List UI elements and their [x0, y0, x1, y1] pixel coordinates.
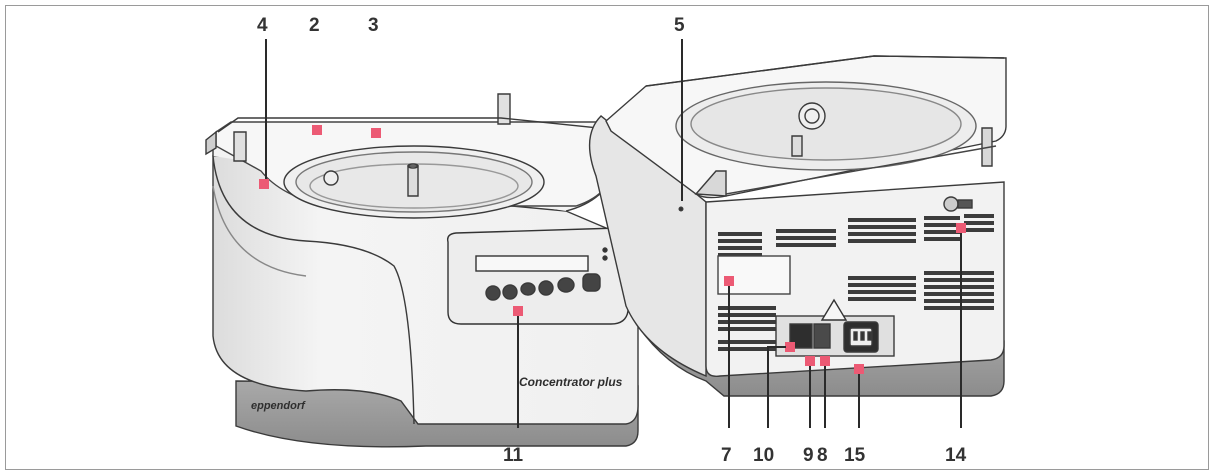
callout-9: 9 [803, 445, 814, 466]
leader-15 [858, 374, 860, 428]
callout-15: 15 [844, 445, 866, 466]
front-view-device: eppendorf Concentrator plus [205, 93, 639, 448]
callout-8: 8 [817, 445, 828, 466]
callout-10: 10 [753, 445, 775, 466]
front-model-name: Concentrator plus [519, 375, 623, 389]
callout-2: 2 [309, 15, 320, 36]
marker-2 [312, 125, 322, 135]
marker-7 [724, 276, 734, 286]
callout-11: 11 [503, 445, 524, 466]
leader-4 [265, 39, 267, 179]
marker-15 [854, 364, 864, 374]
figure-frame: eppendorf Concentrator plus [5, 5, 1209, 470]
leader-9 [809, 366, 811, 428]
callout-4: 4 [257, 15, 268, 36]
rear-view-device [588, 55, 1007, 397]
callout-14: 14 [945, 445, 967, 466]
leader-7 [728, 286, 730, 428]
marker-9 [805, 356, 815, 366]
leader-10-h [767, 346, 786, 348]
marker-4 [259, 179, 269, 189]
leader-5 [681, 39, 683, 201]
callout-5: 5 [674, 15, 685, 36]
leader-14 [960, 233, 962, 428]
leader-8 [824, 366, 826, 428]
marker-10 [785, 342, 795, 352]
marker-8 [820, 356, 830, 366]
front-brand-logo: eppendorf [251, 400, 306, 412]
callout-7: 7 [721, 445, 732, 466]
leader-10-v [767, 346, 769, 428]
callout-3: 3 [368, 15, 379, 36]
marker-3 [371, 128, 381, 138]
marker-14 [956, 223, 966, 233]
device-illustration: eppendorf Concentrator plus [205, 55, 1007, 448]
leader-11 [517, 316, 519, 428]
marker-11 [513, 306, 523, 316]
